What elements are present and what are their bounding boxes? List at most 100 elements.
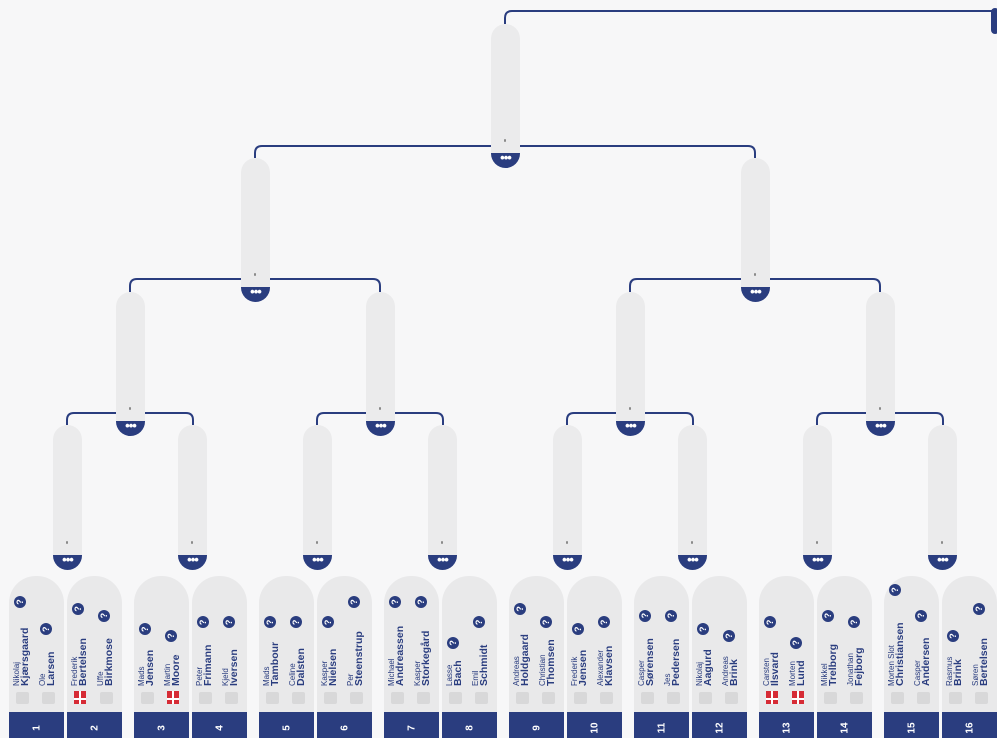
player-last-name: Fejborg <box>853 647 865 687</box>
question-icon[interactable]: ? <box>598 616 610 629</box>
question-icon[interactable]: ? <box>572 623 584 636</box>
slot-marker <box>191 541 193 544</box>
question-icon[interactable]: ? <box>290 616 302 629</box>
more-options-button[interactable]: ••• <box>116 419 145 436</box>
slot-marker <box>129 407 131 410</box>
seed-number: 5 <box>281 724 292 731</box>
more-options-button[interactable]: ••• <box>241 285 270 302</box>
question-icon[interactable]: ? <box>764 616 776 629</box>
question-icon[interactable]: ? <box>723 630 735 642</box>
question-icon[interactable]: ? <box>540 616 552 629</box>
more-options-button[interactable]: ••• <box>928 553 957 570</box>
question-icon[interactable]: ? <box>447 636 459 649</box>
bag-icon <box>824 692 837 704</box>
more-options-button[interactable]: ••• <box>428 553 457 570</box>
question-icon[interactable]: ? <box>322 616 334 629</box>
question-icon[interactable]: ? <box>165 630 177 642</box>
player-last-name: Dalsten <box>295 648 307 686</box>
player-last-name: Bach <box>452 660 464 686</box>
more-options-button[interactable]: ••• <box>616 419 645 436</box>
bag-icon <box>324 692 337 704</box>
question-icon[interactable]: ? <box>14 596 26 608</box>
more-options-button[interactable]: ••• <box>491 151 520 168</box>
more-options-button[interactable]: ••• <box>178 553 207 570</box>
question-icon[interactable]: ? <box>947 630 959 642</box>
question-icon[interactable]: ? <box>790 636 802 649</box>
more-options-button[interactable]: ••• <box>553 553 582 570</box>
slot-marker <box>691 541 693 544</box>
player-last-name: Pedersen <box>670 638 682 686</box>
seed-footer: 6 <box>317 712 372 738</box>
question-icon[interactable]: ? <box>197 616 209 629</box>
question-icon[interactable]: ? <box>915 609 927 622</box>
question-icon[interactable]: ? <box>697 623 709 636</box>
slot-marker <box>566 541 568 544</box>
question-icon[interactable]: ? <box>139 623 151 636</box>
question-icon[interactable]: ? <box>264 616 276 629</box>
question-icon[interactable]: ? <box>389 596 401 608</box>
question-icon[interactable]: ? <box>40 623 52 636</box>
question-icon[interactable]: ? <box>889 584 901 596</box>
bag-icon <box>699 692 712 704</box>
question-icon[interactable]: ? <box>848 616 860 629</box>
question-icon[interactable]: ? <box>223 616 235 629</box>
round-of-16-slot <box>678 425 707 555</box>
bag-icon <box>725 692 738 704</box>
question-icon[interactable]: ? <box>98 609 110 622</box>
player-last-name: Birkmose <box>103 638 115 686</box>
seed-number: 9 <box>531 724 542 731</box>
more-options-button[interactable]: ••• <box>866 419 895 436</box>
seed-number: 8 <box>464 724 475 731</box>
question-icon[interactable]: ? <box>973 602 985 615</box>
round-of-16-slot <box>553 425 582 555</box>
seed-footer: 3 <box>134 712 189 738</box>
more-options-button[interactable]: ••• <box>53 553 82 570</box>
more-options-button[interactable]: ••• <box>366 419 395 436</box>
question-icon[interactable]: ? <box>665 609 677 622</box>
slot-marker <box>379 407 381 410</box>
question-icon[interactable]: ? <box>514 602 526 615</box>
more-options-button[interactable]: ••• <box>741 285 770 302</box>
player-last-name: Moore <box>170 654 182 687</box>
question-icon[interactable]: ? <box>473 616 485 629</box>
seed-footer: 14 <box>817 712 872 738</box>
question-icon[interactable]: ? <box>348 596 360 608</box>
question-icon[interactable]: ? <box>639 609 651 622</box>
player-last-name: Tambour <box>269 641 281 686</box>
player-last-name: Sørensen <box>644 638 656 686</box>
seed-number: 14 <box>839 722 850 734</box>
player-last-name: Trelborg <box>827 643 839 686</box>
quarterfinal-slot <box>366 292 395 421</box>
question-icon[interactable]: ? <box>822 609 834 622</box>
question-icon[interactable]: ? <box>415 596 427 608</box>
more-options-button[interactable]: ••• <box>803 553 832 570</box>
bag-icon <box>141 692 154 704</box>
more-options-button[interactable]: ••• <box>303 553 332 570</box>
more-options-button[interactable]: ••• <box>678 553 707 570</box>
seed-footer: 5 <box>259 712 314 738</box>
question-icon[interactable]: ? <box>72 602 84 615</box>
